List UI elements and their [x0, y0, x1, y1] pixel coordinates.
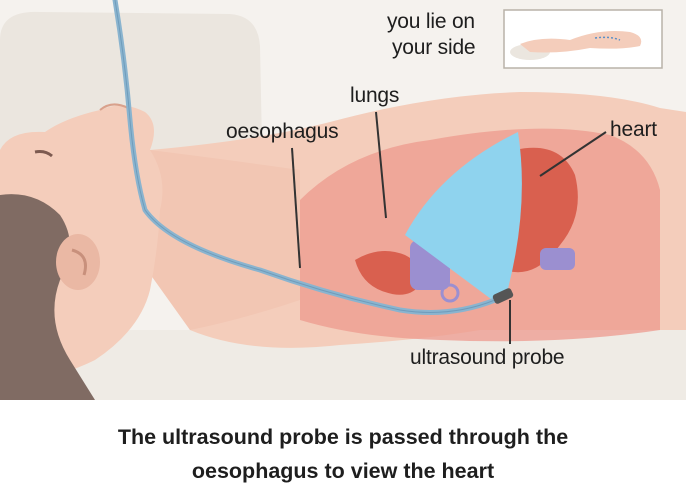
ultrasound-beam: [405, 132, 522, 302]
figure-caption: The ultrasound probe is passed through t…: [0, 420, 686, 488]
neck: [140, 150, 300, 330]
hair: [0, 194, 95, 400]
probe-tip: [492, 288, 514, 304]
caption-line-2: oesophagus to view the heart: [191, 459, 495, 483]
leader-heart: [539, 131, 607, 177]
eye: [34, 150, 53, 158]
label-heart: heart: [610, 118, 657, 141]
inset-probe-line: [594, 36, 621, 41]
label-lungs: lungs: [350, 84, 400, 107]
caption-line-1: The ultrasound probe is passed through t…: [117, 425, 569, 449]
label-you-lie-on: you lie on: [387, 10, 475, 33]
ear-detail: [71, 248, 87, 276]
ear: [56, 234, 100, 290]
bed: [0, 330, 686, 400]
leader-oesophagus: [291, 147, 301, 269]
label-ultrasound-probe: ultrasound probe: [410, 346, 565, 369]
label-oesophagus: oesophagus: [226, 120, 339, 143]
tee-illustration: [0, 0, 686, 400]
inset-body: [520, 31, 642, 53]
leader-lungs: [375, 111, 387, 219]
vessel-ring: [440, 283, 460, 303]
probe-tube-outline: [114, 0, 496, 313]
nose: [99, 103, 129, 111]
label-your-side: your side: [392, 36, 476, 59]
vessels-right: [540, 248, 575, 270]
vessels-left: [355, 251, 421, 295]
